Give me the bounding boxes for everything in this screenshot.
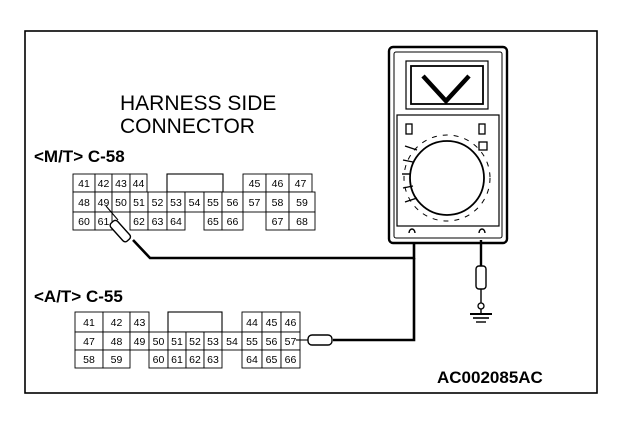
- probe-icon: [105, 205, 132, 243]
- pin-label: 60: [153, 354, 165, 366]
- pin-label: 46: [272, 178, 284, 190]
- pin-label: 45: [266, 317, 278, 329]
- connector-mt-key: [166, 173, 224, 193]
- pin-cell: [166, 211, 186, 231]
- pin-label: 43: [115, 178, 127, 190]
- pin-label: 42: [98, 178, 110, 190]
- pin-label: 62: [189, 354, 201, 366]
- pin-label: 59: [111, 354, 123, 366]
- pin-label: 63: [152, 216, 164, 228]
- pin-cell: [203, 349, 223, 369]
- pin-label: 64: [246, 354, 258, 366]
- pin-label: 41: [83, 317, 95, 329]
- pin-label: 48: [111, 336, 123, 348]
- pin-cell: [221, 211, 244, 231]
- pin-label: 59: [296, 197, 308, 209]
- pin-label: 50: [115, 197, 127, 209]
- pin-label: 53: [170, 197, 182, 209]
- pin-label: 65: [266, 354, 278, 366]
- pin-label: 60: [78, 216, 90, 228]
- pin-cell: [288, 211, 316, 231]
- pin-label: 46: [285, 317, 297, 329]
- pin-cell: [94, 211, 113, 231]
- connector-mt: 41 42 43 44 45 46 47 48 49 50 51 52 53 54 55 56 57 58 59 60…: [72, 173, 316, 231]
- pin-label: 49: [98, 197, 110, 209]
- pin-label: 45: [249, 178, 261, 190]
- pin-label: 58: [83, 354, 95, 366]
- pin-label: 47: [83, 336, 95, 348]
- wire-at-to-meter: [333, 258, 416, 342]
- pin-label: 55: [246, 336, 258, 348]
- pin-label: 63: [207, 354, 219, 366]
- pin-label: 43: [134, 317, 146, 329]
- pin-label: 51: [133, 197, 145, 209]
- pin-label: 42: [111, 317, 123, 329]
- pin-label: 56: [266, 336, 278, 348]
- connector-mt-label: <M/T> C-58: [34, 147, 125, 166]
- pin-label: 55: [207, 197, 219, 209]
- pin-label: 41: [78, 178, 90, 190]
- pin-label: 52: [152, 197, 164, 209]
- figure-frame: [24, 30, 598, 394]
- pin-label: 66: [285, 354, 297, 366]
- pin-label: 44: [246, 317, 258, 329]
- pin-label: 53: [207, 336, 219, 348]
- pin-cell: [280, 349, 301, 369]
- ground-icon: [470, 240, 492, 323]
- figure-code: AC002085AC: [437, 368, 543, 387]
- pin-label: 58: [272, 197, 284, 209]
- connector-at: 41 42 43 44 45 46 47 48 49 50 51 52 53 54 55 56 57 58 59 60…: [74, 311, 301, 369]
- pin-label: 47: [295, 178, 307, 190]
- pin-label: 62: [133, 216, 145, 228]
- pin-label: 66: [227, 216, 239, 228]
- title-line-2: CONNECTOR: [120, 115, 255, 138]
- pin-label: 57: [285, 336, 297, 348]
- pin-label: 57: [249, 197, 261, 209]
- pin-label: 54: [189, 197, 201, 209]
- pin-cell: [102, 349, 131, 369]
- connector-at-key: [167, 311, 223, 333]
- pin-label: 52: [189, 336, 201, 348]
- pin-label: 54: [226, 336, 238, 348]
- title-line-1: HARNESS SIDE: [120, 92, 276, 115]
- wire-mt-to-meter: [132, 239, 416, 260]
- pin-label: 48: [78, 197, 90, 209]
- pin-label: 49: [134, 336, 146, 348]
- pin-label: 44: [133, 178, 145, 190]
- pin-label: 61: [98, 216, 110, 228]
- multimeter-icon: [387, 45, 509, 245]
- pin-label: 68: [296, 216, 308, 228]
- pin-label: 50: [153, 336, 165, 348]
- connector-at-label: <A/T> C-55: [34, 287, 123, 306]
- pin-label: 56: [227, 197, 239, 209]
- pin-label: 51: [171, 336, 183, 348]
- pin-label: 61: [171, 354, 183, 366]
- pin-label: 65: [207, 216, 219, 228]
- probe-icon: [296, 334, 333, 346]
- pin-label: 67: [272, 216, 284, 228]
- pin-label: 64: [170, 216, 182, 228]
